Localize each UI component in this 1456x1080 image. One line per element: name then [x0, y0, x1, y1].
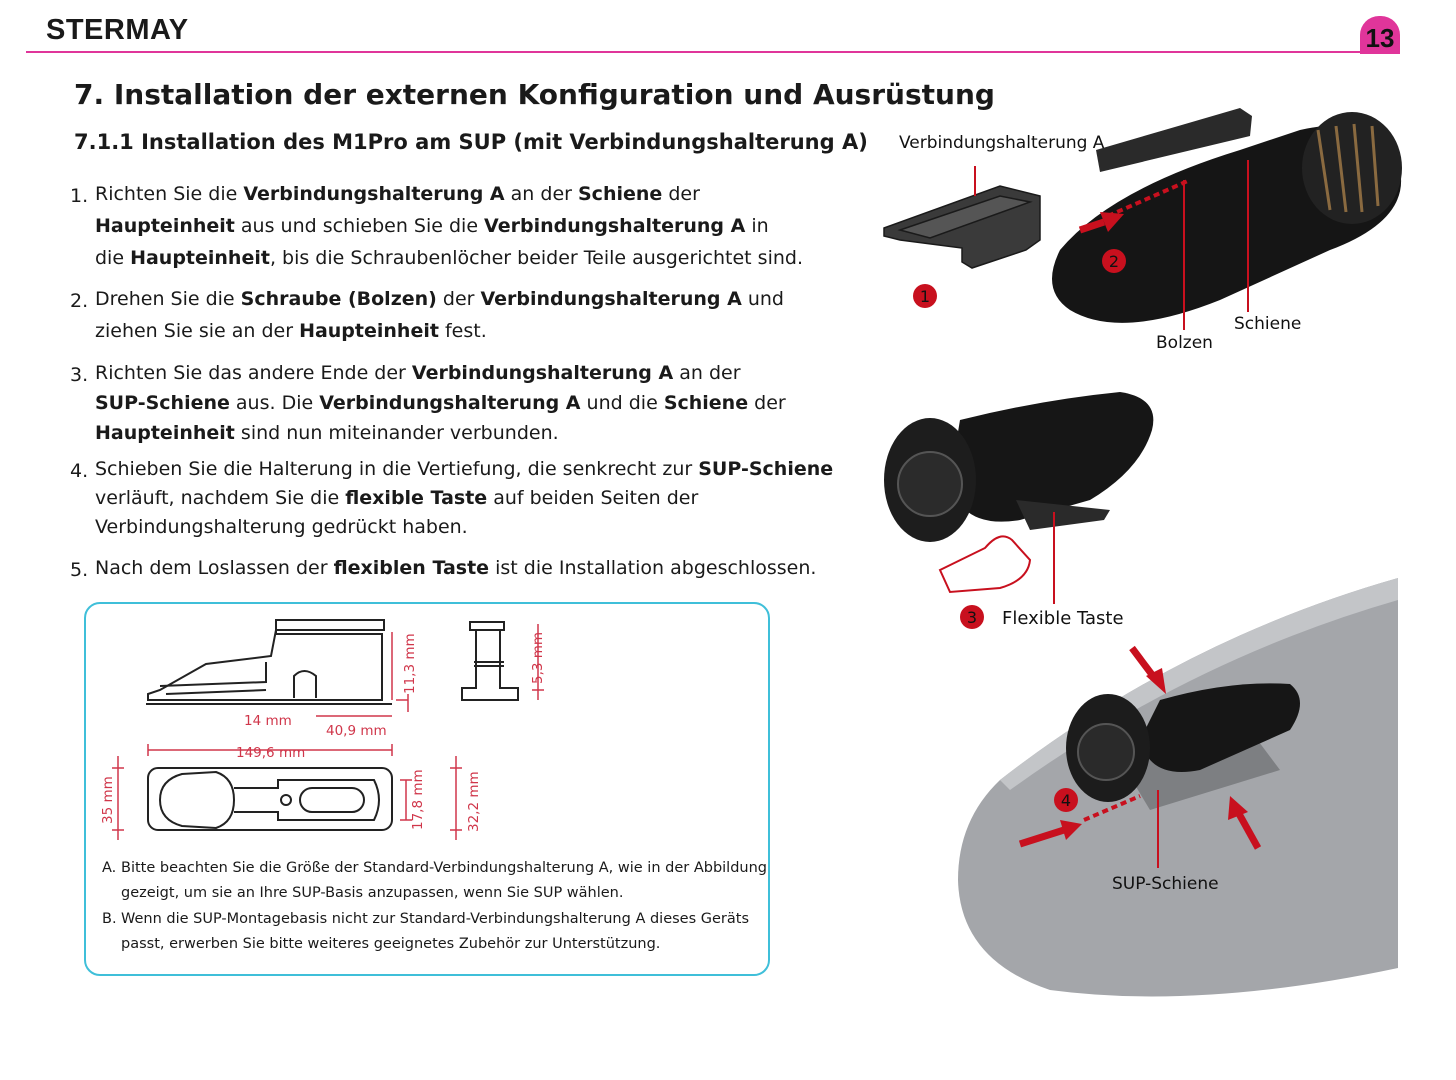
note-letter: B.: [102, 911, 117, 927]
badge-2: 2: [1109, 252, 1119, 271]
step-text: Richten Sie das andere Ende der Verbindu…: [95, 358, 810, 448]
section-title: 7. Installation der externen Konfigurati…: [74, 78, 995, 111]
step-line: SUP-Schiene aus. Die Verbindungshalterun…: [95, 392, 786, 414]
step-number: 2.: [70, 290, 89, 312]
badge-1: 1: [920, 287, 930, 306]
step-line: die Haupteinheit, bis die Schraubenlöche…: [95, 247, 803, 269]
hand-icon: [938, 535, 1032, 594]
page-number: 13: [1360, 16, 1400, 54]
scooter-figure-2: [884, 392, 1154, 542]
step-line: Verbindungshalterung gedrückt haben.: [95, 516, 468, 538]
step-line: Richten Sie die Verbindungshalterung A a…: [95, 183, 700, 205]
step-line: verläuft, nachdem Sie die flexible Taste…: [95, 487, 699, 509]
label-bolt: Bolzen: [1156, 333, 1213, 353]
dim-149-6mm: 149,6 mm: [236, 745, 305, 761]
dim-5-3mm: 5,3 mm: [530, 632, 546, 684]
dim-32-2mm: 32,2 mm: [466, 771, 482, 832]
label-bracket: Verbindungshalterung A: [899, 133, 1105, 153]
header-rule: [26, 51, 1400, 53]
note-line: Wenn die SUP-Montagebasis nicht zur Stan…: [121, 911, 750, 927]
dim-14mm: 14 mm: [244, 713, 292, 729]
note-line: Bitte beachten Sie die Größe der Standar…: [121, 860, 767, 876]
scooter-figure-3: [1066, 683, 1300, 810]
step-line: Richten Sie das andere Ende der Verbindu…: [95, 362, 741, 384]
step-line: Nach dem Loslassen der flexiblen Taste i…: [95, 557, 817, 579]
dim-17-8mm: 17,8 mm: [410, 769, 426, 830]
bracket-figure: [883, 185, 1041, 269]
step-number: 5.: [70, 559, 89, 581]
step-text: Drehen Sie die Schraube (Bolzen) der Ver…: [95, 283, 810, 347]
note-item: A.Bitte beachten Sie die Größe der Stand…: [102, 856, 767, 906]
brand-name: STERMAY: [46, 14, 189, 46]
step-number: 1.: [70, 185, 89, 207]
label-flex-button: Flexible Taste: [1002, 608, 1124, 629]
badge-4: 4: [1061, 791, 1071, 810]
dim-11-3mm: 11,3 mm: [402, 633, 418, 694]
dim-40-9mm: 40,9 mm: [326, 723, 387, 739]
note-list: A.Bitte beachten Sie die Größe der Stand…: [102, 856, 767, 958]
note-line: gezeigt, um sie an Ihre SUP-Basis anzupa…: [121, 885, 624, 901]
step-number: 4.: [70, 460, 89, 482]
scooter-figure-1: [1052, 108, 1402, 323]
note-item: B.Wenn die SUP-Montagebasis nicht zur St…: [102, 907, 762, 957]
label-sup-rail: SUP-Schiene: [1112, 874, 1219, 894]
step-line: Haupteinheit sind nun miteinander verbun…: [95, 422, 559, 444]
label-rail: Schiene: [1234, 314, 1301, 334]
step-number: 3.: [70, 364, 89, 386]
step-line: ziehen Sie sie an der Haupteinheit fest.: [95, 320, 487, 342]
bracket-dimension-drawings: 14 mm 40,9 mm 11,3 mm 5,3 mm 149,6 mm 35…: [100, 619, 546, 840]
step-line: Drehen Sie die Schraube (Bolzen) der Ver…: [95, 288, 784, 310]
badge-3: 3: [967, 608, 977, 627]
step-text: Richten Sie die Verbindungshalterung A a…: [95, 178, 810, 274]
step-line: Haupteinheit aus und schieben Sie die Ve…: [95, 215, 769, 237]
note-letter: A.: [102, 860, 117, 876]
step-line: Schieben Sie die Halterung in die Vertie…: [95, 458, 834, 480]
subsection-title: 7.1.1 Installation des M1Pro am SUP (mit…: [74, 130, 868, 154]
dimension-info-box: 14 mm 40,9 mm 11,3 mm 5,3 mm 149,6 mm 35…: [84, 602, 770, 976]
step-text: Nach dem Loslassen der flexiblen Taste i…: [95, 553, 817, 583]
dim-35mm: 35 mm: [100, 776, 116, 824]
note-line: passt, erwerben Sie bitte weiteres geeig…: [121, 936, 661, 952]
step-text: Schieben Sie die Halterung in die Vertie…: [95, 455, 834, 542]
